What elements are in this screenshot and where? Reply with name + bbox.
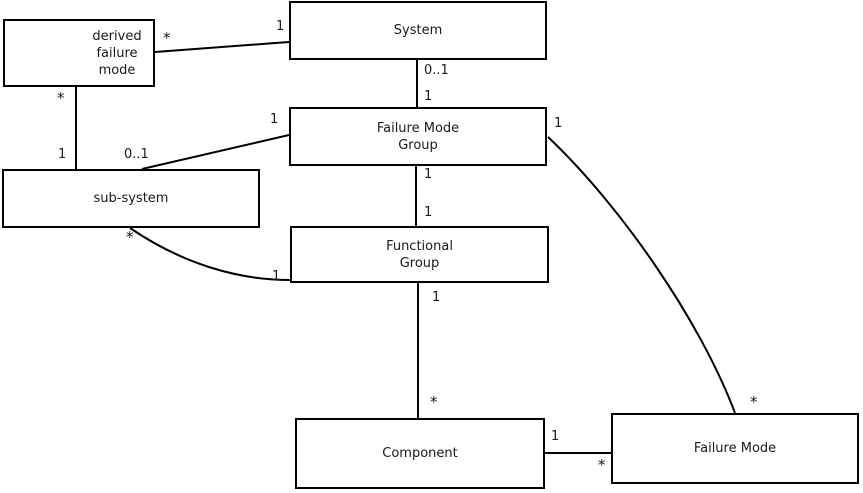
class-name-system: System [393, 23, 443, 38]
edge-fmgroup-to-failuremode [547, 136, 736, 414]
multiplicity-m-fmgroup-right-1: 1 [554, 116, 563, 131]
class-box-failure-mode-group[interactable]: Failure Mode Group [289, 107, 547, 166]
multiplicity-m-fmgroup-up-1: 1 [424, 89, 433, 104]
multiplicity-m-failuremode-left-star: * [598, 456, 606, 474]
multiplicity-m-subsystem-0-1: 0..1 [124, 147, 149, 162]
multiplicity-m-derived-down-star: * [57, 89, 65, 107]
multiplicity-m-component-right-1: 1 [551, 429, 560, 444]
class-box-component[interactable]: Component [295, 418, 545, 489]
multiplicity-m-fmgroup-down-1: 1 [424, 167, 433, 182]
class-box-derived-failure-mode[interactable]: derived failure mode [3, 19, 155, 87]
multiplicity-m-system-left-1: 1 [276, 19, 285, 34]
multiplicity-m-derived-star: * [163, 29, 171, 47]
class-name-derived-failure-mode: derived failure mode [92, 28, 142, 78]
multiplicity-m-funcgroup-up-1: 1 [424, 205, 433, 220]
multiplicity-m-funcgroup-down-1: 1 [432, 290, 441, 305]
edge-subsystem-to-funcgroup [129, 227, 291, 281]
class-name-functional-group: Functional Group [386, 238, 453, 271]
class-name-sub-system: sub-system [93, 191, 169, 206]
class-name-failure-mode: Failure Mode [693, 441, 777, 456]
edge-derived-to-system [154, 41, 290, 53]
multiplicity-m-failuremode-top-star: * [750, 393, 758, 411]
class-name-component: Component [382, 446, 458, 461]
class-name-failure-mode-group: Failure Mode Group [376, 120, 460, 153]
multiplicity-m-component-up-star: * [430, 393, 438, 411]
class-box-failure-mode[interactable]: Failure Mode [611, 413, 859, 484]
class-box-system[interactable]: System [289, 1, 547, 60]
multiplicity-m-system-down-0-1: 0..1 [424, 63, 449, 78]
multiplicity-m-fmgroup-left-1: 1 [270, 112, 279, 127]
edge-subsystem-to-fmgroup [141, 134, 290, 170]
multiplicity-m-funcgroup-left-1: 1 [272, 269, 281, 284]
class-box-sub-system[interactable]: sub-system [2, 169, 260, 228]
multiplicity-m-subsystem-down-star: * [126, 228, 134, 246]
class-box-functional-group[interactable]: Functional Group [290, 226, 549, 283]
multiplicity-m-subsystem-up-1: 1 [58, 147, 67, 162]
